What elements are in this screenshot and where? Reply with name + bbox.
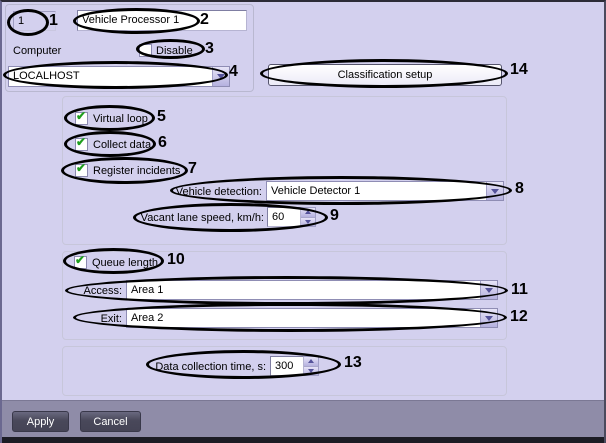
virtual-loop-label: Virtual loop xyxy=(93,113,148,125)
window-bottom-edge xyxy=(0,437,606,443)
spin-up-button[interactable] xyxy=(301,208,315,217)
checkmark-icon: ✔ xyxy=(76,109,87,123)
register-incidents-label: Register incidents xyxy=(93,165,181,177)
chevron-down-icon[interactable] xyxy=(480,309,497,327)
name-field[interactable]: Vehicle Processor 1 xyxy=(77,10,247,31)
vehicle-detection-value: Vehicle Detector 1 xyxy=(271,185,361,197)
spin-up-button[interactable] xyxy=(304,357,318,366)
checkmark-icon: ✔ xyxy=(76,161,87,175)
data-collection-group xyxy=(62,346,507,396)
identity-panel xyxy=(5,4,254,92)
collect-data-label: Collect data xyxy=(93,139,152,151)
disable-label: Disable xyxy=(156,45,193,57)
chevron-down-icon[interactable] xyxy=(486,182,503,200)
vehicle-detection-label: Vehicle detection: xyxy=(175,186,262,198)
id-field[interactable]: 1 xyxy=(13,11,56,31)
access-combo[interactable]: Area 1 xyxy=(126,280,498,300)
apply-button[interactable]: Apply xyxy=(12,411,69,432)
vehicle-detection-combo[interactable]: Vehicle Detector 1 xyxy=(266,181,504,201)
queue-length-checkbox[interactable]: ✔ xyxy=(74,253,87,269)
computer-combo[interactable]: LOCALHOST xyxy=(8,66,230,87)
data-collection-time-label: Data collection time, s: xyxy=(155,361,266,373)
vacant-lane-speed-spinner[interactable]: 60 xyxy=(267,207,316,227)
checkmark-icon: ✔ xyxy=(75,253,86,267)
data-collection-time-value[interactable]: 300 xyxy=(270,356,304,376)
data-collection-time-spinner[interactable]: 300 xyxy=(270,356,319,376)
computer-label: Computer xyxy=(13,45,62,57)
vacant-lane-speed-value[interactable]: 60 xyxy=(267,207,301,227)
exit-value: Area 2 xyxy=(131,312,164,324)
access-label: Access: xyxy=(83,285,122,297)
queue-length-label: Queue length xyxy=(92,257,159,269)
register-incidents-checkbox[interactable]: ✔ xyxy=(75,161,88,177)
callout-number-8: 8 xyxy=(515,180,524,197)
callout-number-11: 11 xyxy=(511,281,528,298)
classification-setup-button[interactable]: Classification setup xyxy=(268,64,502,86)
virtual-loop-checkbox[interactable]: ✔ xyxy=(75,109,88,125)
disable-checkbox[interactable] xyxy=(139,44,152,57)
access-value: Area 1 xyxy=(131,284,164,296)
cancel-button[interactable]: Cancel xyxy=(80,411,141,432)
exit-combo[interactable]: Area 2 xyxy=(126,308,498,328)
spin-down-button[interactable] xyxy=(304,365,318,375)
exit-label: Exit: xyxy=(100,313,122,325)
chevron-down-icon[interactable] xyxy=(480,281,497,299)
computer-combo-value: LOCALHOST xyxy=(13,70,80,82)
spin-down-button[interactable] xyxy=(301,216,315,226)
vacant-lane-speed-label: Vacant lane speed, km/h: xyxy=(140,212,264,224)
callout-number-12: 12 xyxy=(510,308,528,325)
collect-data-checkbox[interactable]: ✔ xyxy=(75,135,88,151)
callout-number-14: 14 xyxy=(510,61,528,78)
checkmark-icon: ✔ xyxy=(76,135,87,149)
chevron-down-icon[interactable] xyxy=(212,67,229,86)
